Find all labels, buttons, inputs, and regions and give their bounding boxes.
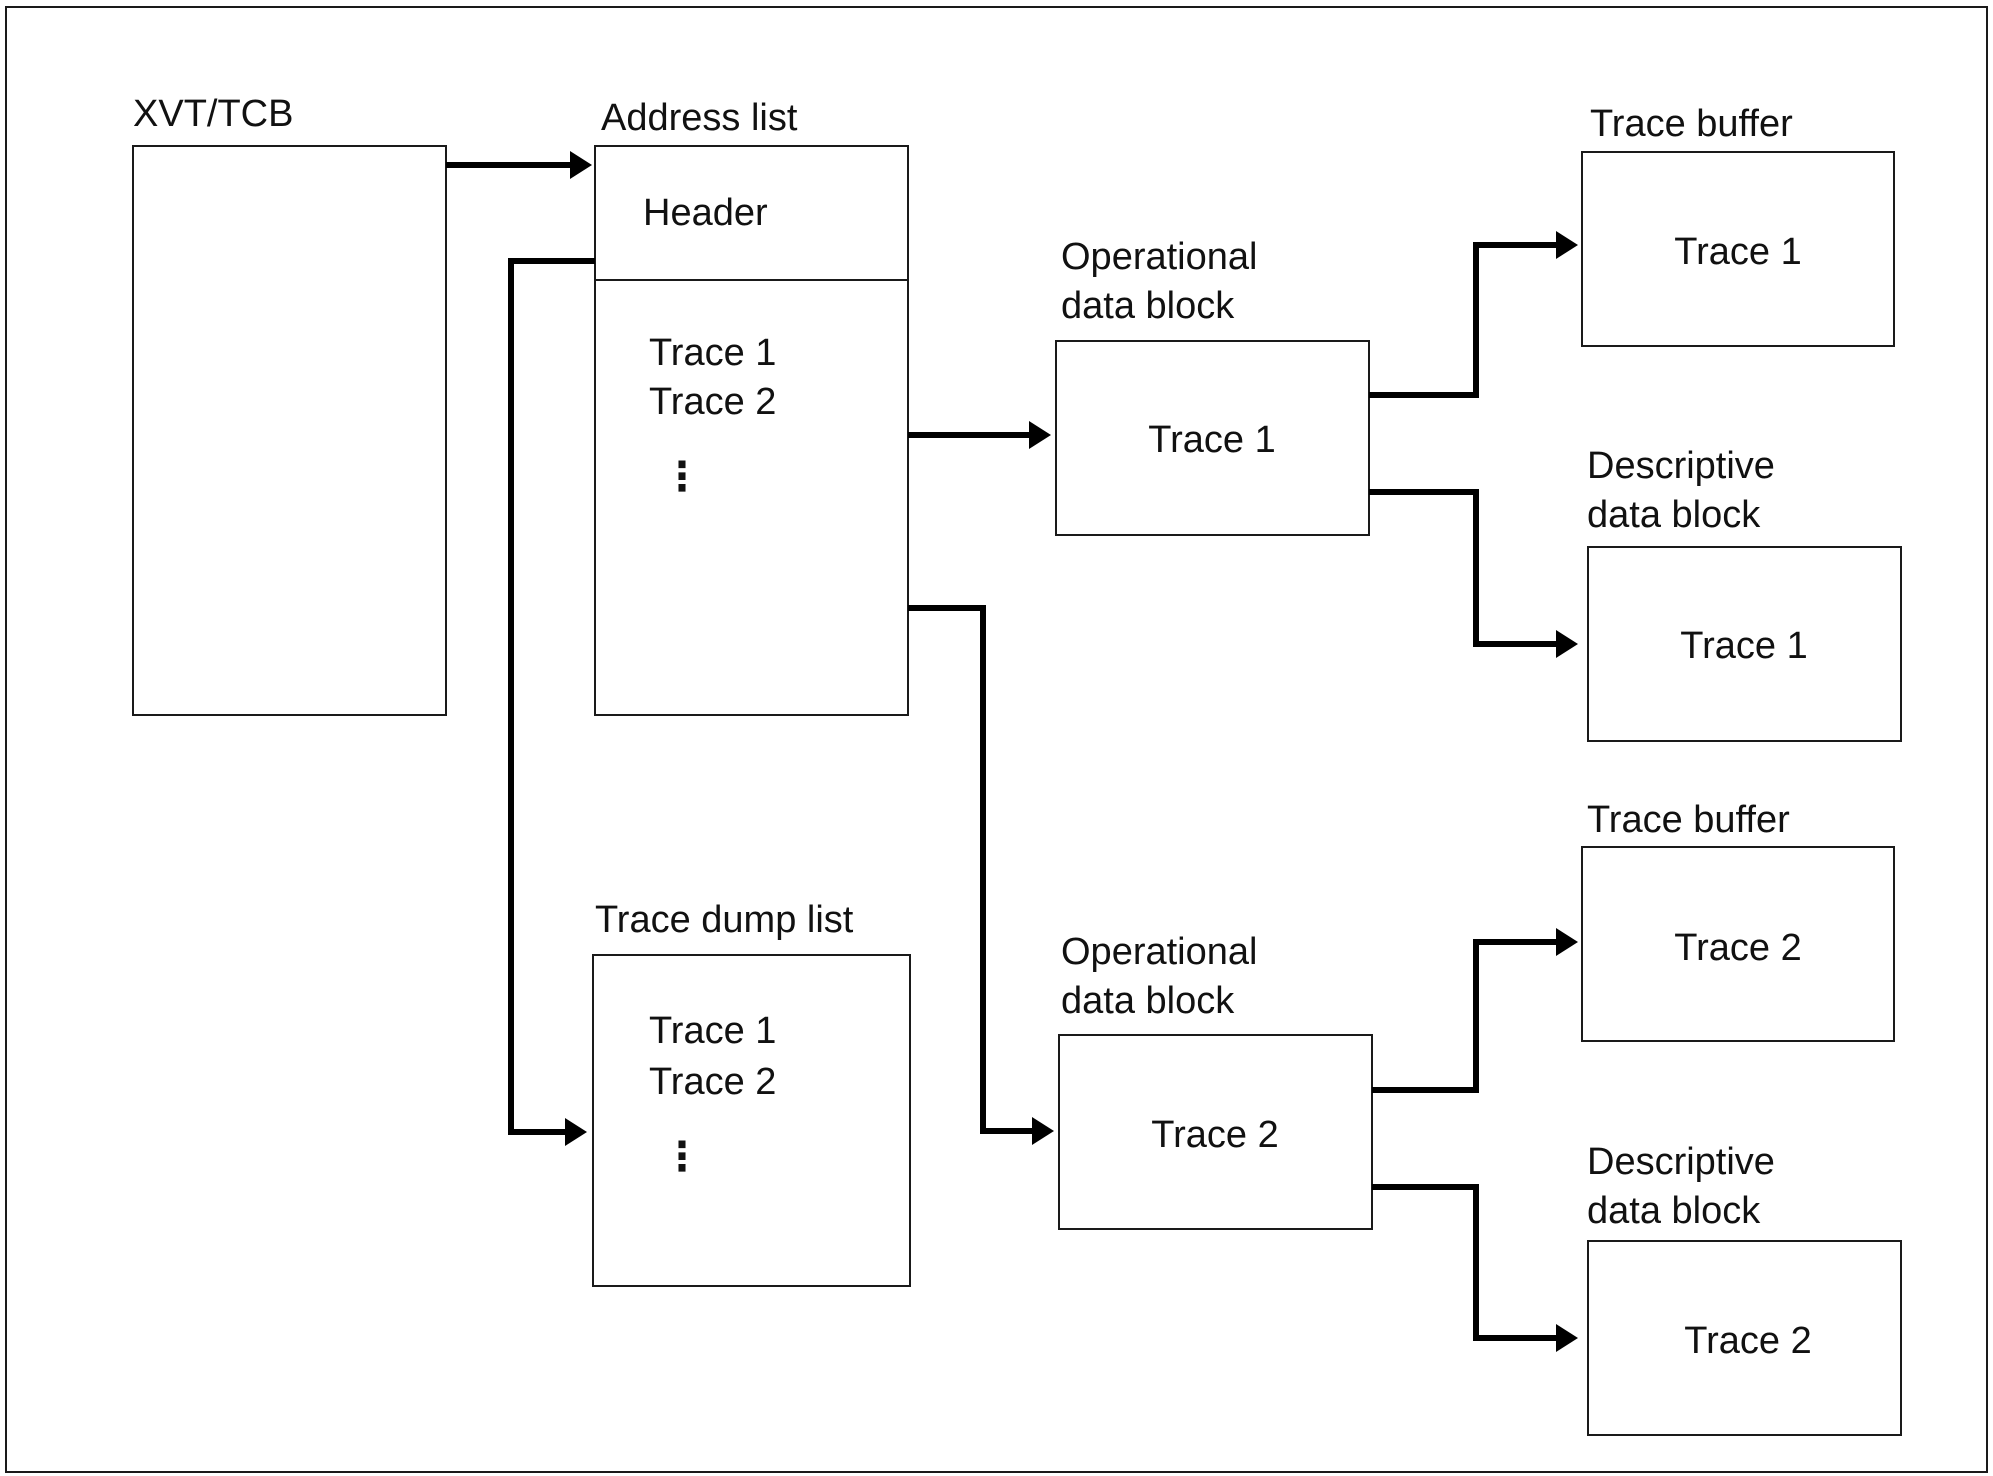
address-list-box: [594, 145, 909, 716]
trace-buffer-1-content: Trace 1: [1674, 231, 1801, 273]
trace-dump-list-title: Trace dump list: [595, 899, 854, 941]
address-list-entry-2: Trace 2: [649, 381, 776, 423]
trace-dump-list-entry-1: Trace 1: [649, 1010, 776, 1052]
trace-buffer-2-title: Trace buffer: [1587, 799, 1790, 841]
operational-block-2-title-line2: data block: [1061, 980, 1235, 1022]
trace-buffer-2-box: [1581, 846, 1895, 1042]
arrowhead-operational-1-to-trace-buffer-1: [1556, 231, 1578, 259]
address-list-ellipsis: ⋮: [662, 455, 702, 499]
operational-block-1-box: [1055, 340, 1370, 536]
arrowhead-xvt-to-address-list: [570, 151, 592, 179]
descriptive-block-2-content: Trace 2: [1684, 1320, 1811, 1362]
descriptive-block-2-title-line2: data block: [1587, 1190, 1761, 1232]
connector-address-list-to-operational-2: [908, 605, 1034, 1134]
outer-frame: [5, 6, 1988, 1473]
operational-block-2-content: Trace 2: [1151, 1114, 1278, 1156]
arrowhead-header-to-trace-dump-list: [565, 1118, 587, 1146]
arrowhead-address-list-to-operational-1: [1029, 421, 1051, 449]
trace-dump-list-box: [592, 954, 911, 1287]
arrowhead-operational-1-to-descriptive-1: [1556, 630, 1578, 658]
descriptive-block-1-title-line1: Descriptive: [1587, 445, 1775, 487]
operational-block-1-content: Trace 1: [1148, 419, 1275, 461]
operational-block-2-box: [1058, 1034, 1373, 1230]
connector-operational-1-to-trace-buffer-1: [1369, 242, 1558, 398]
descriptive-block-2-title-line1: Descriptive: [1587, 1141, 1775, 1183]
operational-block-1-title-line2: data block: [1061, 285, 1235, 327]
descriptive-block-1-content: Trace 1: [1680, 625, 1807, 667]
operational-block-2-title-line1: Operational: [1061, 931, 1257, 973]
trace-buffer-2-content: Trace 2: [1674, 927, 1801, 969]
connector-header-to-trace-dump-list: [508, 258, 595, 1135]
trace-buffer-1-box: [1581, 151, 1895, 347]
trace-dump-list-entry-2: Trace 2: [649, 1061, 776, 1103]
descriptive-block-2-box: [1587, 1240, 1902, 1436]
xvt-tcb-title: XVT/TCB: [133, 93, 293, 135]
address-list-title: Address list: [601, 97, 798, 139]
connector-operational-2-to-trace-buffer-2: [1372, 939, 1558, 1093]
address-list-header: Header: [643, 192, 768, 234]
address-list-entry-1: Trace 1: [649, 332, 776, 374]
trace-buffer-1-title: Trace buffer: [1590, 103, 1793, 145]
arrowhead-operational-2-to-trace-buffer-2: [1556, 928, 1578, 956]
descriptive-block-1-title-line2: data block: [1587, 494, 1761, 536]
xvt-tcb-box: [132, 145, 447, 716]
trace-dump-list-ellipsis: ⋮: [662, 1135, 702, 1179]
connector-operational-2-to-descriptive-2: [1372, 1184, 1558, 1341]
connector-operational-1-to-descriptive-1: [1369, 489, 1558, 647]
operational-block-1-title-line1: Operational: [1061, 236, 1257, 278]
arrowhead-operational-2-to-descriptive-2: [1556, 1324, 1578, 1352]
descriptive-block-1-box: [1587, 546, 1902, 742]
arrowhead-address-list-to-operational-2: [1032, 1117, 1054, 1145]
